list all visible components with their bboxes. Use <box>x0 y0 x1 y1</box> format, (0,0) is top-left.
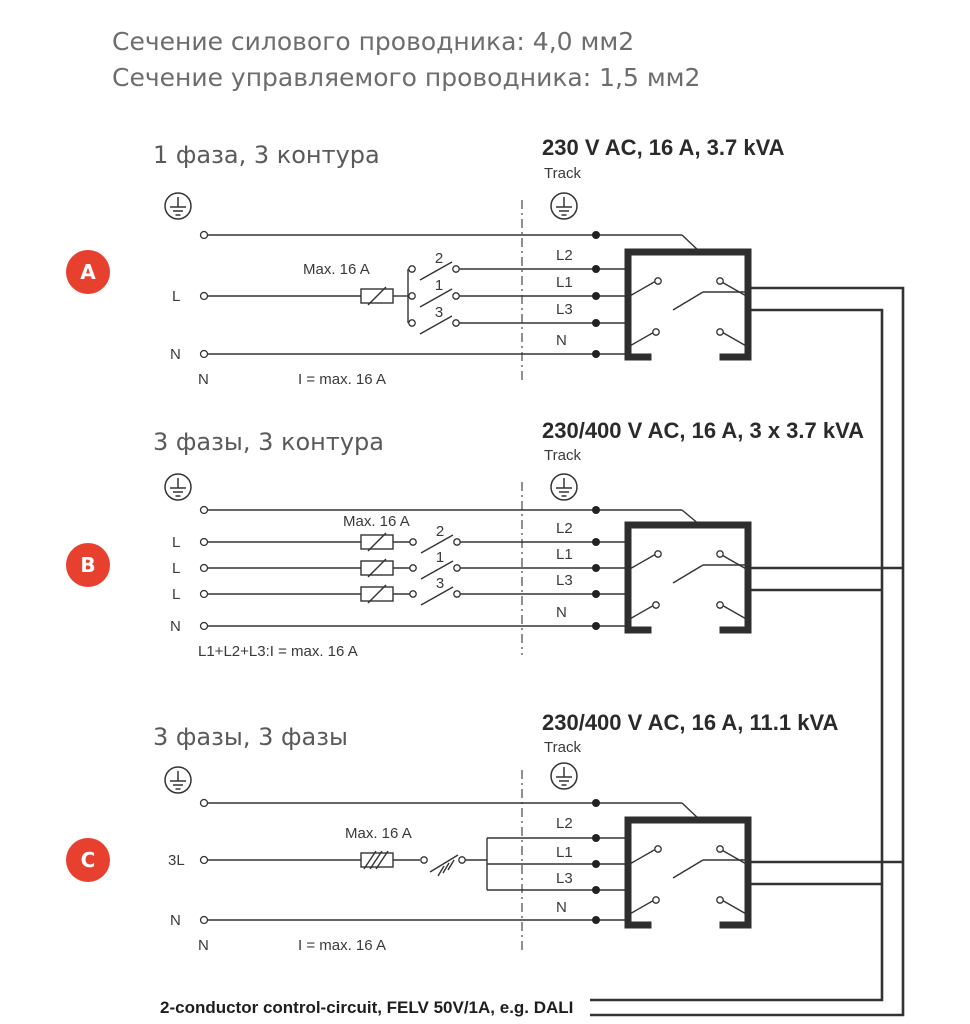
section-c-conductor-n: N <box>556 899 567 916</box>
section-b: B 3 фазы, 3 контура 230/400 V AC, 16 A, … <box>66 418 864 660</box>
section-b-note: L1+L2+L3:I = max. 16 A <box>198 643 358 660</box>
ground-symbol-icon <box>164 473 192 501</box>
section-a-note: I = max. 16 A <box>298 371 386 388</box>
section-a-conductor-n: N <box>556 332 567 349</box>
section-c-conductor-l2: L2 <box>556 815 573 832</box>
section-a-track-label: Track <box>544 165 581 182</box>
section-c-spec: 230/400 V AC, 16 A, 11.1 kVA <box>542 710 838 735</box>
section-a-spec: 230 V AC, 16 A, 3.7 kVA <box>542 135 785 160</box>
section-b-input-l2: L <box>172 560 180 577</box>
section-a-input-l: L <box>172 288 180 305</box>
section-c-title: 3 фазы, 3 фазы <box>153 723 348 751</box>
section-a-conductor-l3: L3 <box>556 301 573 318</box>
section-a-switch-3: 3 <box>435 304 443 321</box>
section-b-conductor-l1: L1 <box>556 546 573 563</box>
section-b-track-label: Track <box>544 447 581 464</box>
section-b-fuse-label: Max. 16 A <box>343 513 410 530</box>
control-bus-outer <box>590 286 905 1017</box>
section-b-conductor-l2: L2 <box>556 520 573 537</box>
section-b-input-l3: L <box>172 586 180 603</box>
section-c-conductor-l3: L3 <box>556 870 573 887</box>
track-profile-b <box>628 525 748 630</box>
fuse-icon <box>360 286 394 306</box>
section-c-input-3l: 3L <box>168 852 185 869</box>
fuse-icon <box>360 558 394 578</box>
ground-symbol-icon <box>550 473 578 501</box>
section-b-switch-1: 1 <box>436 549 444 566</box>
track-profile-c <box>628 820 748 925</box>
section-c-input-n: N <box>170 912 181 929</box>
header-control-conductor: Сечение управляемого проводника: 1,5 мм2 <box>112 63 700 92</box>
fuse-icon <box>360 850 394 870</box>
section-b-input-n: N <box>170 618 181 635</box>
section-b-input-l1: L <box>172 534 180 551</box>
track-profile-a <box>628 252 748 357</box>
section-a-switch-2: 2 <box>435 250 443 267</box>
badge-a <box>66 250 110 294</box>
section-a: A 1 фаза, 3 контура 230 V AC, 16 A, 3.7 … <box>66 135 785 388</box>
header-power-conductor: Сечение силового проводника: 4,0 мм2 <box>112 27 634 56</box>
section-b-title: 3 фазы, 3 контура <box>153 428 384 456</box>
section-a-switch-1: 1 <box>435 277 443 294</box>
section-b-conductor-l3: L3 <box>556 572 573 589</box>
section-b-spec: 230/400 V AC, 16 A, 3 x 3.7 kVA <box>542 418 864 443</box>
section-c-track-label: Track <box>544 739 581 756</box>
ground-symbol-icon <box>164 766 192 794</box>
control-bus-inner <box>590 308 884 1002</box>
section-a-fuse-label: Max. 16 A <box>303 261 370 278</box>
badge-b <box>66 543 110 587</box>
badge-b-label: B <box>80 553 95 577</box>
ground-symbol-icon <box>550 762 578 790</box>
section-a-title: 1 фаза, 3 контура <box>153 141 380 169</box>
section-b-switch-3: 3 <box>436 575 444 592</box>
badge-c <box>66 838 110 882</box>
badge-a-label: A <box>80 260 96 284</box>
fuse-icon <box>360 584 394 604</box>
section-c-below-n: N <box>198 937 209 954</box>
section-a-conductor-l2: L2 <box>556 247 573 264</box>
section-c: C 3 фазы, 3 фазы 230/400 V AC, 16 A, 11.… <box>66 710 838 954</box>
section-c-fuse-label: Max. 16 A <box>345 825 412 842</box>
section-a-input-n: N <box>170 346 181 363</box>
ground-symbol-icon <box>550 192 578 220</box>
section-a-below-n: N <box>198 371 209 388</box>
fuse-icon <box>360 532 394 552</box>
badge-c-label: C <box>81 848 96 872</box>
section-b-switch-2: 2 <box>436 523 444 540</box>
section-c-conductor-l1: L1 <box>556 844 573 861</box>
section-a-conductor-l1: L1 <box>556 274 573 291</box>
ground-symbol-icon <box>164 192 192 220</box>
section-b-conductor-n: N <box>556 604 567 621</box>
section-c-note: I = max. 16 A <box>298 937 386 954</box>
footer-control-circuit: 2-conductor control-circuit, FELV 50V/1A… <box>160 998 573 1017</box>
